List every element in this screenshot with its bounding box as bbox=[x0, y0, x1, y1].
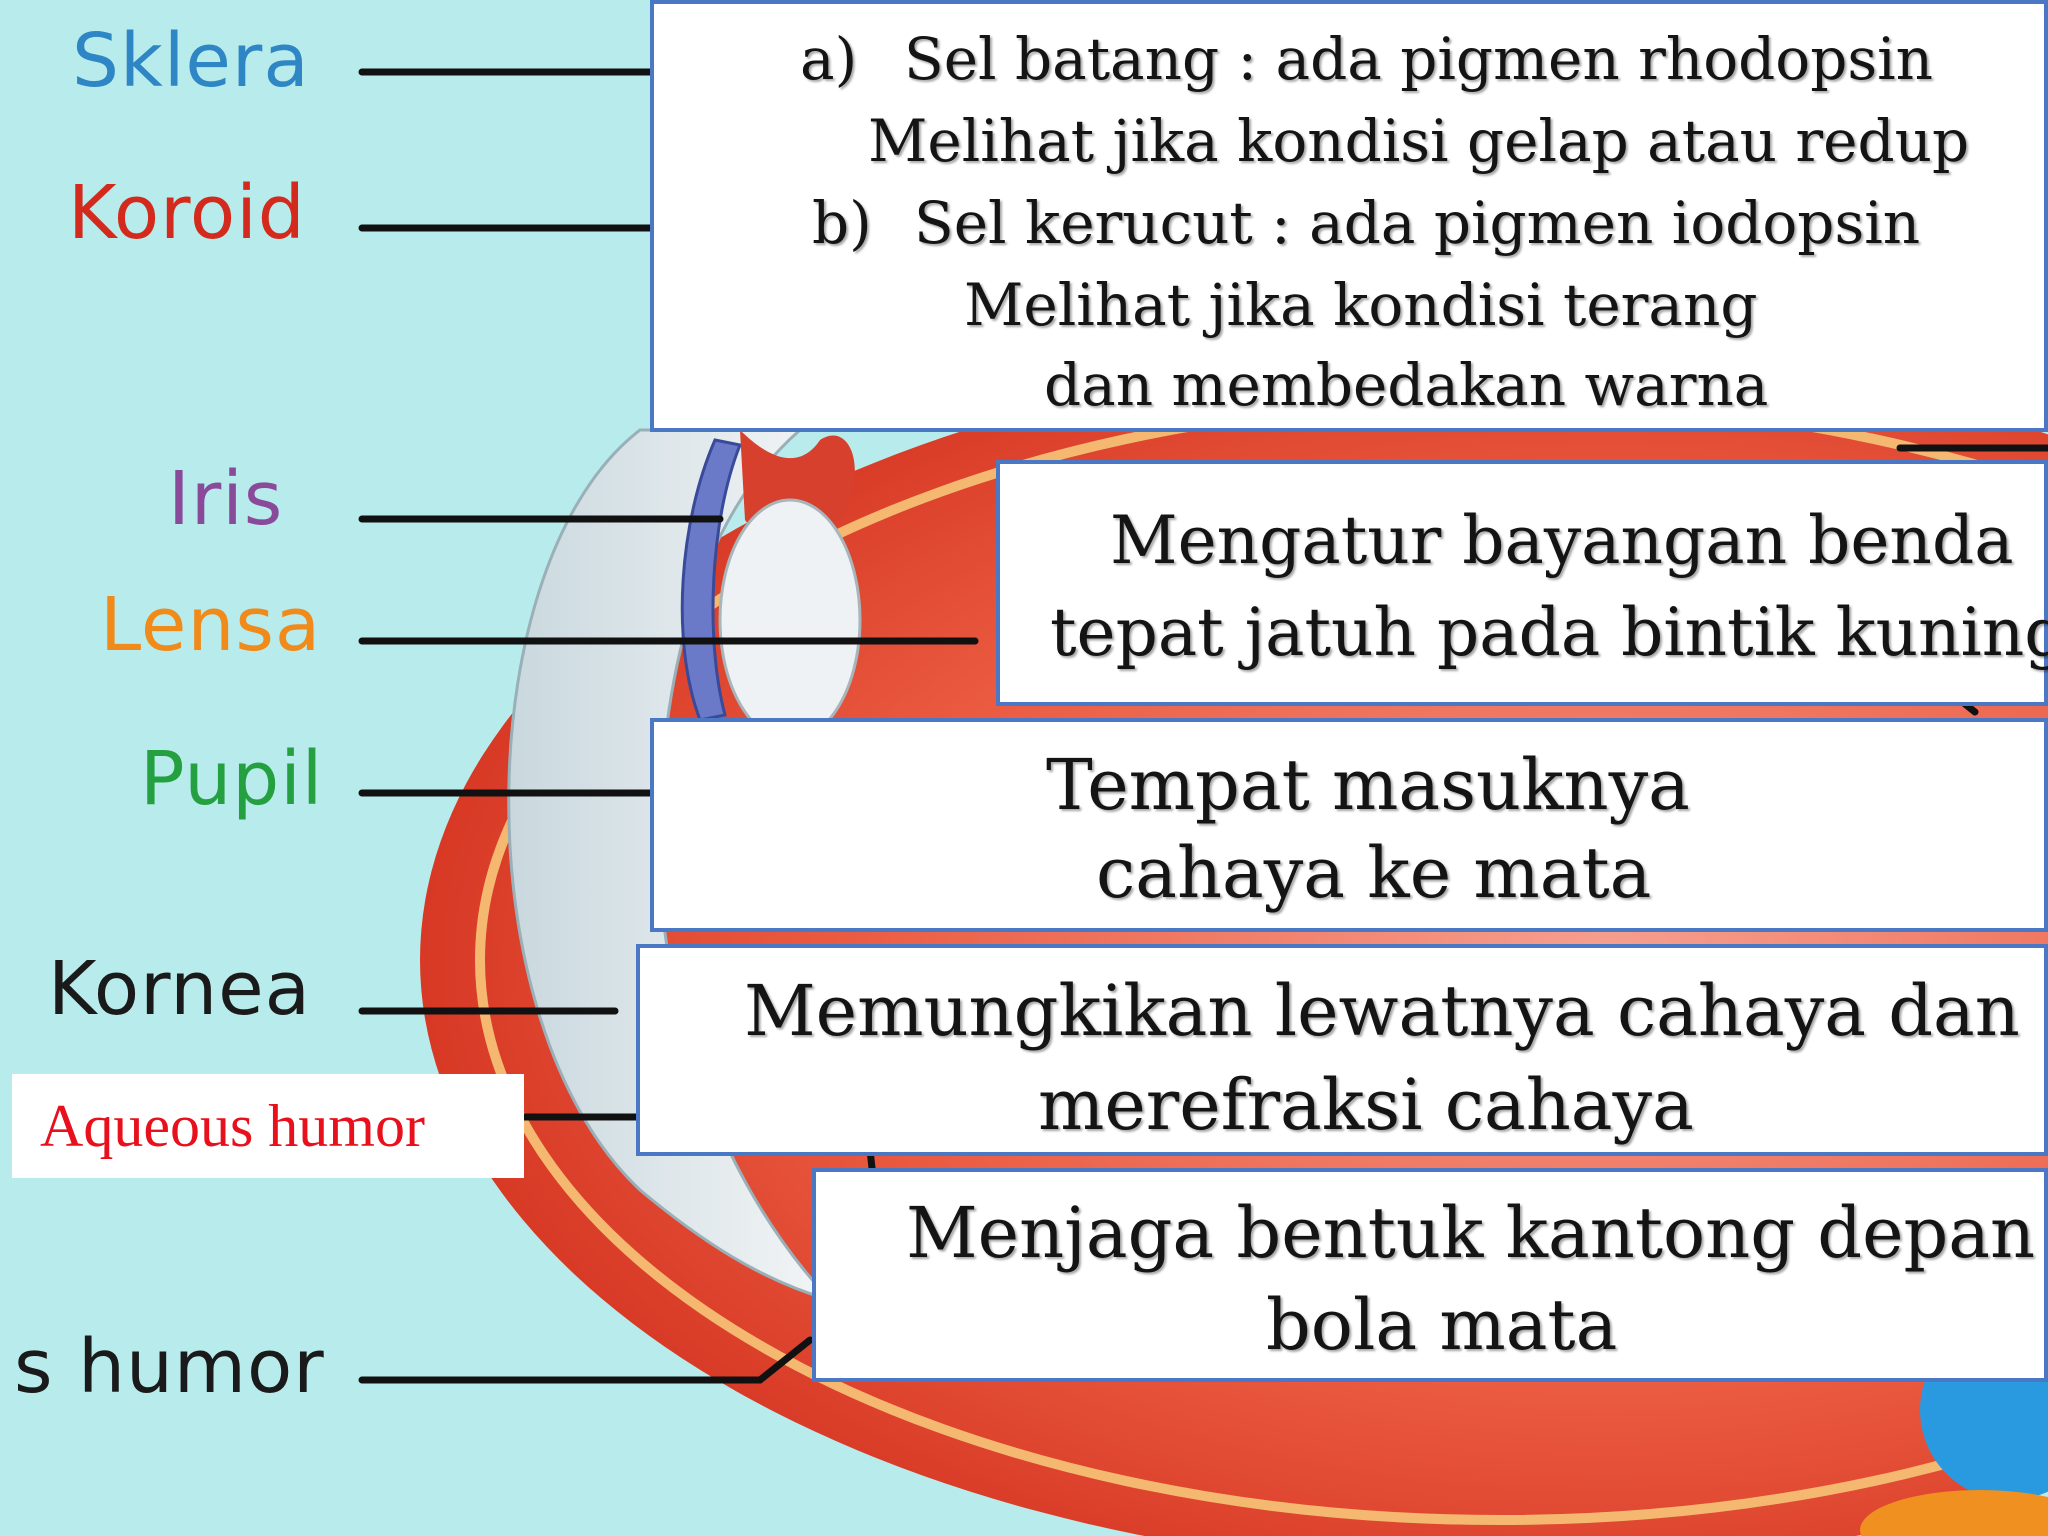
lensa-function-line1: Mengatur bayangan benda bbox=[1110, 502, 2014, 579]
label-sklera: Sklera bbox=[72, 18, 310, 104]
cone-cell-function-2: dan membedakan warna bbox=[1044, 351, 1769, 419]
pupil-function-line1: Tempat masuknya bbox=[1046, 744, 1690, 826]
retina-cells-box: a) Sel batang : ada pigmen rhodopsin Mel… bbox=[650, 0, 2048, 432]
kornea-function-box: Memungkikan lewatnya cahaya dan merefrak… bbox=[636, 944, 2048, 1156]
label-aqueous-humor: Aqueous humor bbox=[12, 1074, 524, 1178]
rod-cell-text: Sel batang : ada pigmen rhodopsin bbox=[904, 25, 1934, 93]
kornea-function-line2: merefraksi cahaya bbox=[1038, 1064, 1694, 1146]
pupil-function-box: Tempat masuknya cahaya ke mata bbox=[650, 718, 2048, 932]
pupil-function-line2: cahaya ke mata bbox=[1096, 832, 1652, 914]
cone-cell-text: Sel kerucut : ada pigmen iodopsin bbox=[914, 189, 1921, 257]
aqueous-function-line2: bola mata bbox=[1266, 1284, 1618, 1366]
cone-cell-function: Melihat jika kondisi terang bbox=[964, 271, 1758, 339]
label-iris: Iris bbox=[168, 456, 284, 542]
lensa-function-box: Mengatur bayangan benda tepat jatuh pada… bbox=[996, 460, 2048, 706]
rod-cell-function: Melihat jika kondisi gelap atau redup bbox=[868, 107, 1970, 175]
kornea-function-line1: Memungkikan lewatnya cahaya dan bbox=[744, 970, 2020, 1052]
label-koroid: Koroid bbox=[68, 170, 306, 256]
marker-b: b) bbox=[812, 189, 872, 257]
label-vitreous-humor: s humor bbox=[14, 1324, 325, 1410]
aqueous-function-box: Menjaga bentuk kantong depan bola mata bbox=[812, 1168, 2048, 1382]
label-kornea: Kornea bbox=[48, 946, 312, 1032]
lensa-function-line2: tepat jatuh pada bintik kuning bbox=[1050, 594, 2048, 671]
decor-blob bbox=[1860, 1490, 2048, 1536]
pointer-line-vitreous bbox=[358, 1336, 814, 1384]
marker-a: a) bbox=[800, 25, 858, 93]
label-lensa: Lensa bbox=[100, 582, 322, 668]
lens-shape bbox=[718, 498, 862, 742]
label-pupil: Pupil bbox=[140, 736, 324, 822]
aqueous-function-line1: Menjaga bentuk kantong depan bbox=[906, 1192, 2036, 1274]
